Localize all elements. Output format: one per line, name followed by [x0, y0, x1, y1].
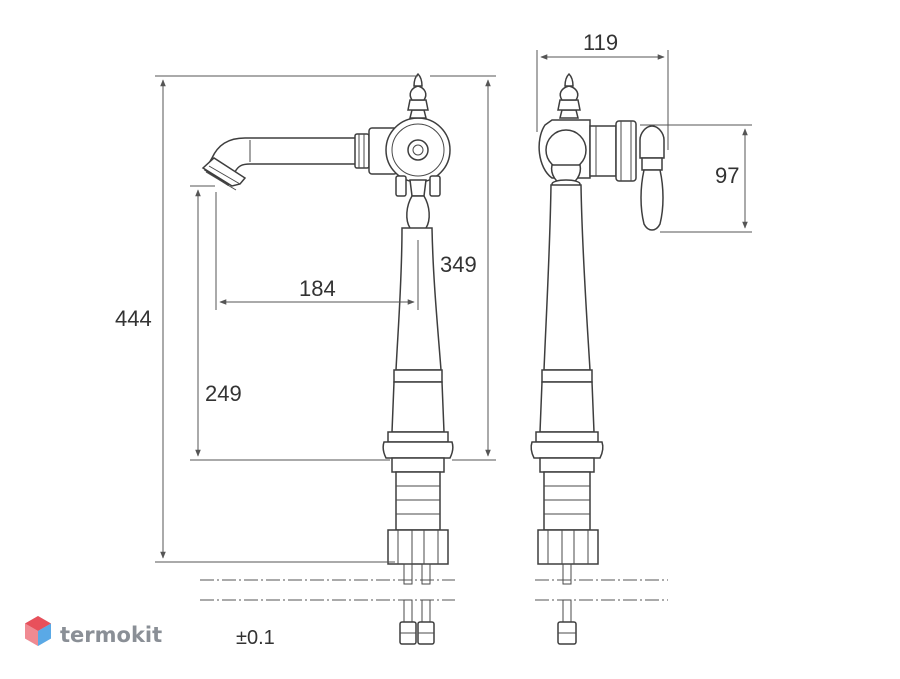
side-view-faucet [530, 72, 665, 645]
brand-name: termokit [60, 623, 162, 647]
front-view-faucet [201, 72, 454, 645]
dimension-spout-reach-label: 184 [299, 276, 336, 301]
dimension-total-height [155, 75, 418, 563]
dimension-spout-reach [215, 192, 419, 310]
dimension-body-height [430, 75, 496, 461]
dimension-depth [536, 50, 669, 150]
dimension-total-height-label: 444 [115, 306, 152, 331]
dimension-depth-label: 119 [583, 30, 618, 55]
termokit-logo [25, 616, 51, 646]
dimension-spout-height-label: 249 [205, 381, 242, 406]
dimension-body-height-label: 349 [440, 252, 477, 277]
baseline-lines [200, 579, 668, 601]
dimension-handle-height-label: 97 [715, 163, 739, 188]
dimension-spout-height [190, 185, 390, 461]
dimension-handle-height [640, 124, 752, 233]
tolerance-label: ±0.1 [236, 627, 275, 649]
